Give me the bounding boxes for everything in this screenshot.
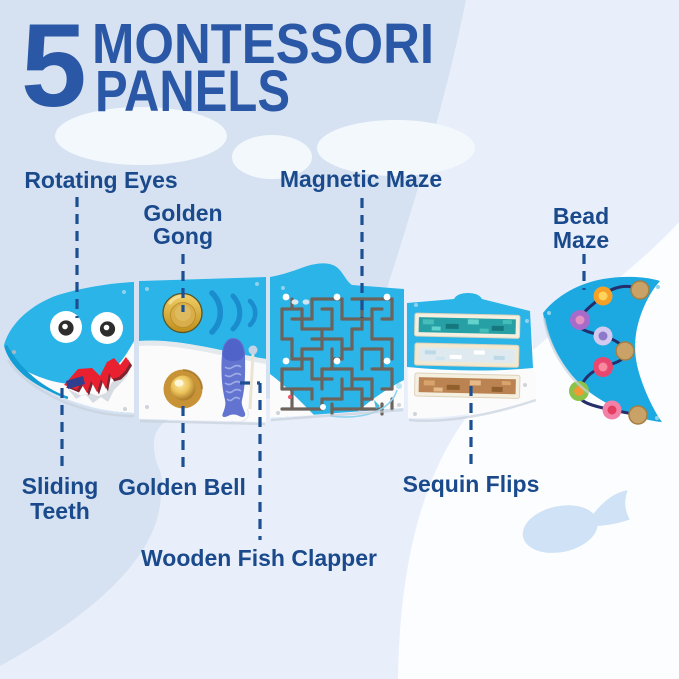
svg-text:Gong: Gong: [153, 223, 213, 249]
svg-text:Sequin Flips: Sequin Flips: [403, 471, 540, 497]
svg-text:MONTESSORI: MONTESSORI: [92, 12, 434, 76]
svg-text:5: 5: [21, 0, 87, 132]
svg-text:Golden Bell: Golden Bell: [118, 474, 246, 500]
svg-text:Maze: Maze: [553, 227, 609, 253]
svg-text:Rotating Eyes: Rotating Eyes: [24, 167, 177, 193]
svg-text:Bead: Bead: [553, 203, 609, 229]
svg-text:Magnetic Maze: Magnetic Maze: [280, 166, 442, 192]
svg-text:Sliding: Sliding: [22, 473, 99, 499]
svg-text:Golden: Golden: [143, 200, 222, 226]
svg-text:Teeth: Teeth: [30, 498, 90, 524]
svg-text:PANELS: PANELS: [95, 59, 290, 124]
svg-text:Wooden Fish Clapper: Wooden Fish Clapper: [141, 545, 377, 571]
